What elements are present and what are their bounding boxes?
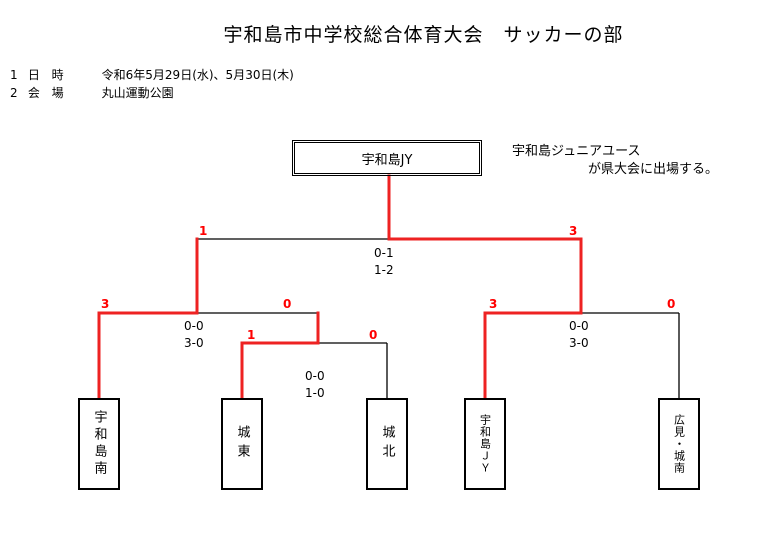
team-box-joto: 城東: [221, 398, 263, 490]
champion-box: 宇和島JY: [292, 140, 482, 176]
team-box-uwajima-jy: 宇和島ＪＹ: [464, 398, 506, 490]
info-row-date: 1 日 時 令和6年5月29日(水)、5月30日(木): [10, 66, 294, 83]
result-qf: 0-0 1-0: [305, 368, 325, 402]
result-line: 0-0: [569, 319, 589, 333]
result-line: 1-0: [305, 386, 325, 400]
result-line: 0-0: [305, 369, 325, 383]
info-value: 令和6年5月29日(水)、5月30日(木): [101, 68, 294, 82]
score-final-right: 3: [569, 224, 578, 238]
score-sf-right-right: 0: [667, 297, 676, 311]
result-sf-left: 0-0 3-0: [184, 318, 204, 352]
info-label: 会 場: [27, 86, 68, 100]
info-num: 2: [10, 86, 18, 100]
result-line: 3-0: [569, 336, 589, 350]
score-qf-right: 0: [369, 328, 378, 342]
note-line-1: 宇和島ジュニアユース: [512, 144, 641, 159]
result-sf-right: 0-0 3-0: [569, 318, 589, 352]
info-row-venue: 2 会 場 丸山運動公園: [10, 84, 174, 101]
team-box-johoku: 城北: [366, 398, 408, 490]
result-line: 0-0: [184, 319, 204, 333]
score-final-left: 1: [199, 224, 208, 238]
result-final: 0-1 1-2: [374, 245, 394, 279]
page-title: 宇和島市中学校総合体育大会 サッカーの部: [223, 24, 624, 46]
info-num: 1: [10, 68, 18, 82]
result-line: 1-2: [374, 263, 394, 277]
result-line: 0-1: [374, 246, 394, 260]
team-box-uwajima-minami: 宇和島南: [78, 398, 120, 490]
info-value: 丸山運動公園: [101, 86, 174, 100]
result-line: 3-0: [184, 336, 204, 350]
score-sf-left-right: 0: [283, 297, 292, 311]
qualification-note: 宇和島ジュニアユース が県大会に出場する。: [512, 143, 718, 179]
score-sf-right-left: 3: [489, 297, 498, 311]
score-sf-left-left: 3: [101, 297, 110, 311]
score-qf-left: 1: [247, 328, 256, 342]
note-line-2: が県大会に出場する。: [588, 162, 719, 177]
info-label: 日 時: [27, 68, 68, 82]
team-box-hiromi-jonan: 広見・城南: [658, 398, 700, 490]
